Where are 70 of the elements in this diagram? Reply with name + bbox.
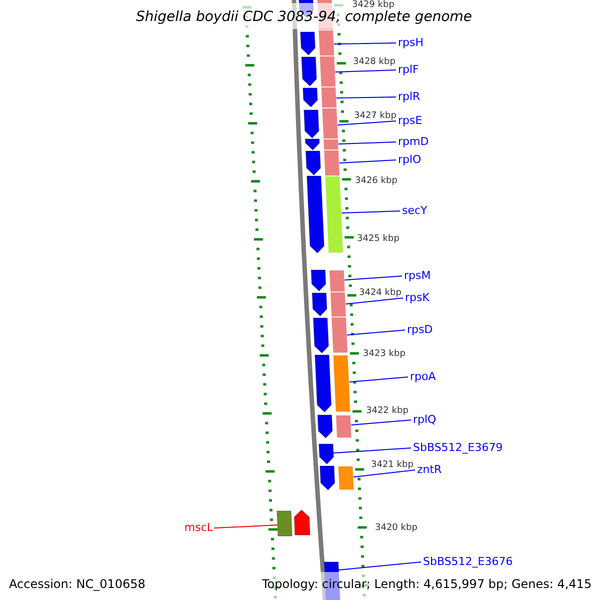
gene-label: rpsH xyxy=(398,36,424,50)
gene-label: SbBS512_E3676 xyxy=(423,555,513,569)
leader-line xyxy=(336,96,396,98)
gene-feature xyxy=(312,292,328,316)
gene-feature xyxy=(320,466,336,490)
gene-label: rpsD xyxy=(407,323,433,337)
gene-feature xyxy=(338,466,354,490)
gene-feature xyxy=(335,414,352,438)
gene-label: rplR xyxy=(398,90,420,104)
gene-feature xyxy=(302,88,318,108)
gene-label: rplF xyxy=(398,63,419,77)
gene-feature xyxy=(324,176,344,254)
scale-label: 3422 kbp xyxy=(366,406,408,416)
gene-feature xyxy=(294,510,310,536)
leader-line xyxy=(332,448,412,454)
scale-label: 3425 kbp xyxy=(357,234,400,244)
scale-label: 3423 kbp xyxy=(363,349,406,359)
gene-feature xyxy=(320,86,338,108)
leader-line xyxy=(338,160,396,164)
leader-line xyxy=(348,376,408,382)
gene-feature xyxy=(322,138,340,150)
title: Shigella boydii CDC 3083-94, complete genome xyxy=(136,9,472,26)
gene-feature xyxy=(310,270,326,292)
leader-line xyxy=(346,330,406,336)
leader-line xyxy=(334,70,396,72)
gene-feature xyxy=(301,56,317,86)
leader-line xyxy=(341,210,400,214)
scale-label: 3428 kbp xyxy=(353,57,396,67)
gene-label: rplQ xyxy=(413,413,436,427)
leader-line xyxy=(333,42,396,44)
gene-feature xyxy=(317,414,333,438)
scale-label: 3420 kbp xyxy=(375,523,418,533)
gene-feature xyxy=(300,32,316,56)
scale-label: 3424 kbp xyxy=(359,288,402,298)
accession-text: Accession: NC_010658 xyxy=(9,577,146,591)
leader-line xyxy=(337,120,396,126)
gene-feature xyxy=(276,510,292,536)
gene-label: SbBS512_E3679 xyxy=(413,441,503,455)
scale-label: 3421 kbp xyxy=(371,460,414,470)
scale-label: 3429 kbp xyxy=(352,0,394,10)
gene-label: rpmD xyxy=(398,135,429,149)
leader-line xyxy=(350,420,412,426)
scale-label: 3426 kbp xyxy=(355,176,398,186)
gene-feature xyxy=(330,316,348,354)
gene-label: mscL xyxy=(184,521,213,535)
gene-label: rpoA xyxy=(410,370,436,384)
gene-feature xyxy=(328,270,346,292)
gene-feature xyxy=(330,292,347,318)
gene-feature xyxy=(332,354,351,412)
gene-label: zntR xyxy=(417,463,442,477)
gene-label: rpsK xyxy=(405,291,430,305)
scale-label: 3427 kbp xyxy=(354,111,396,121)
leader-line xyxy=(345,298,404,304)
gene-feature xyxy=(314,354,332,412)
gene-label: rpsM xyxy=(404,269,431,283)
leader-line xyxy=(352,470,416,478)
gene-feature xyxy=(322,108,339,140)
leader-line xyxy=(338,142,396,144)
gene-feature xyxy=(319,56,336,88)
gene-feature xyxy=(318,30,335,56)
gene-feature xyxy=(312,318,329,354)
genome-summary-text: Topology: circular; Length: 4,615,997 bp; Genes: 4,415 xyxy=(262,577,592,591)
gene-label: rplO xyxy=(398,153,422,167)
gene-label: rpsE xyxy=(398,114,422,128)
leader-line xyxy=(344,276,402,280)
gene-feature xyxy=(318,444,334,464)
gene-feature xyxy=(323,150,340,176)
gene-label: secY xyxy=(402,204,428,218)
leader-line xyxy=(338,562,422,570)
leader-line xyxy=(214,524,278,528)
